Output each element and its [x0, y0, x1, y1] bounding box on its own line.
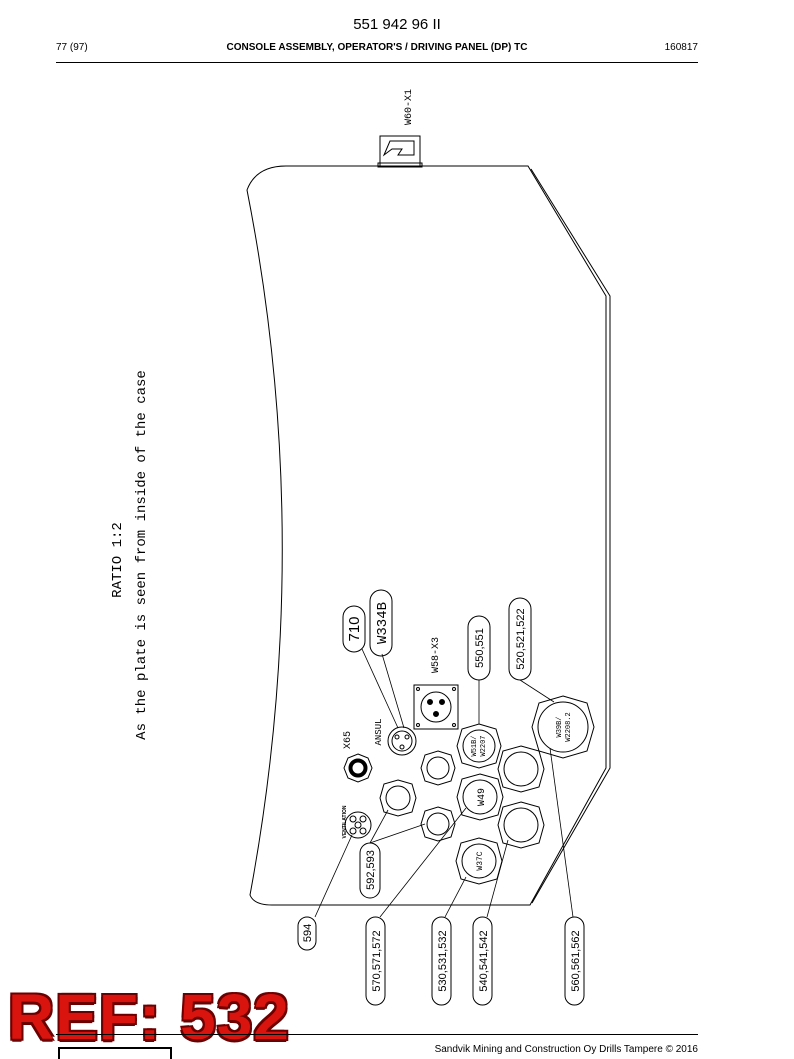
connector-ansul	[387, 726, 417, 756]
callout-560: 560,561,562	[570, 930, 582, 991]
label-x65: X65	[343, 731, 354, 749]
callout-570-bubble	[365, 916, 386, 1006]
gland-398-798	[379, 779, 417, 817]
revision-date: 160817	[664, 42, 698, 53]
callout-710: 710	[346, 616, 363, 641]
label-w58-x3: W58-X3	[431, 637, 442, 673]
document-number: 551 942 96 II	[353, 16, 441, 33]
label-w49: W49	[477, 788, 488, 806]
label-w2207: W2207	[480, 735, 488, 756]
gland-w37c	[455, 837, 503, 885]
connector-w58-x3	[413, 684, 459, 730]
gland-w51b	[456, 723, 502, 769]
footer-rule	[56, 1034, 698, 1035]
connector-w60-x1	[377, 135, 423, 168]
callout-520-bubble	[508, 597, 532, 681]
callout-520: 520,521,522	[515, 608, 527, 669]
page-number: 77 (97)	[56, 42, 88, 53]
callout-592: 592,593	[365, 850, 377, 890]
leader-lines	[314, 648, 574, 918]
panel-outline	[246, 165, 607, 906]
callout-550-bubble	[467, 615, 491, 681]
callout-w334b-bubble	[369, 589, 393, 657]
gland-438-768	[420, 750, 456, 786]
label-w2208: W2208.2	[565, 712, 573, 741]
label-w60-x1: W60-X1	[404, 89, 415, 125]
gland-438-824	[420, 806, 456, 842]
ventilation-grille	[344, 811, 372, 839]
orientation-note: As the plate is seen from inside of the …	[134, 370, 150, 740]
header-rule	[56, 62, 698, 63]
ref-watermark: REF: 532	[8, 981, 290, 1053]
callout-530-bubble	[431, 916, 452, 1006]
label-w37c: W37C	[476, 851, 485, 870]
header-row: 77 (97) CONSOLE ASSEMBLY, OPERATOR'S / D…	[56, 42, 698, 56]
page-title: CONSOLE ASSEMBLY, OPERATOR'S / DRIVING P…	[226, 42, 528, 53]
ratio-label: RATIO 1:2	[110, 522, 126, 598]
sandvik-logo	[58, 1047, 172, 1059]
footer-copyright: Sandvik Mining and Construction Oy Drill…	[434, 1044, 698, 1055]
callout-550: 550,551	[474, 628, 486, 668]
gland-521-824	[497, 801, 545, 849]
connector-x65	[343, 753, 373, 783]
label-ansul: ANSUL	[374, 718, 384, 745]
callout-594-bubble	[297, 916, 317, 951]
label-w51b: W51B/	[471, 735, 479, 756]
gland-w39b	[531, 695, 595, 759]
gland-w49	[456, 773, 504, 821]
label-w39b: W39B/	[556, 716, 564, 737]
callout-594: 594	[302, 924, 314, 942]
callout-560-bubble	[564, 916, 585, 1006]
label-ventilation: VENTILATION	[342, 805, 348, 838]
callout-540: 540,541,542	[478, 930, 490, 991]
panel-edge-inner	[530, 168, 611, 904]
gland-521-768	[497, 745, 545, 793]
callout-540-bubble	[472, 916, 493, 1006]
callout-710-bubble	[342, 605, 366, 653]
callout-530: 530,531,532	[437, 930, 449, 991]
callout-570: 570,571,572	[371, 930, 383, 991]
callout-592-bubble	[359, 842, 381, 899]
callout-w334b: W334B	[375, 602, 391, 644]
